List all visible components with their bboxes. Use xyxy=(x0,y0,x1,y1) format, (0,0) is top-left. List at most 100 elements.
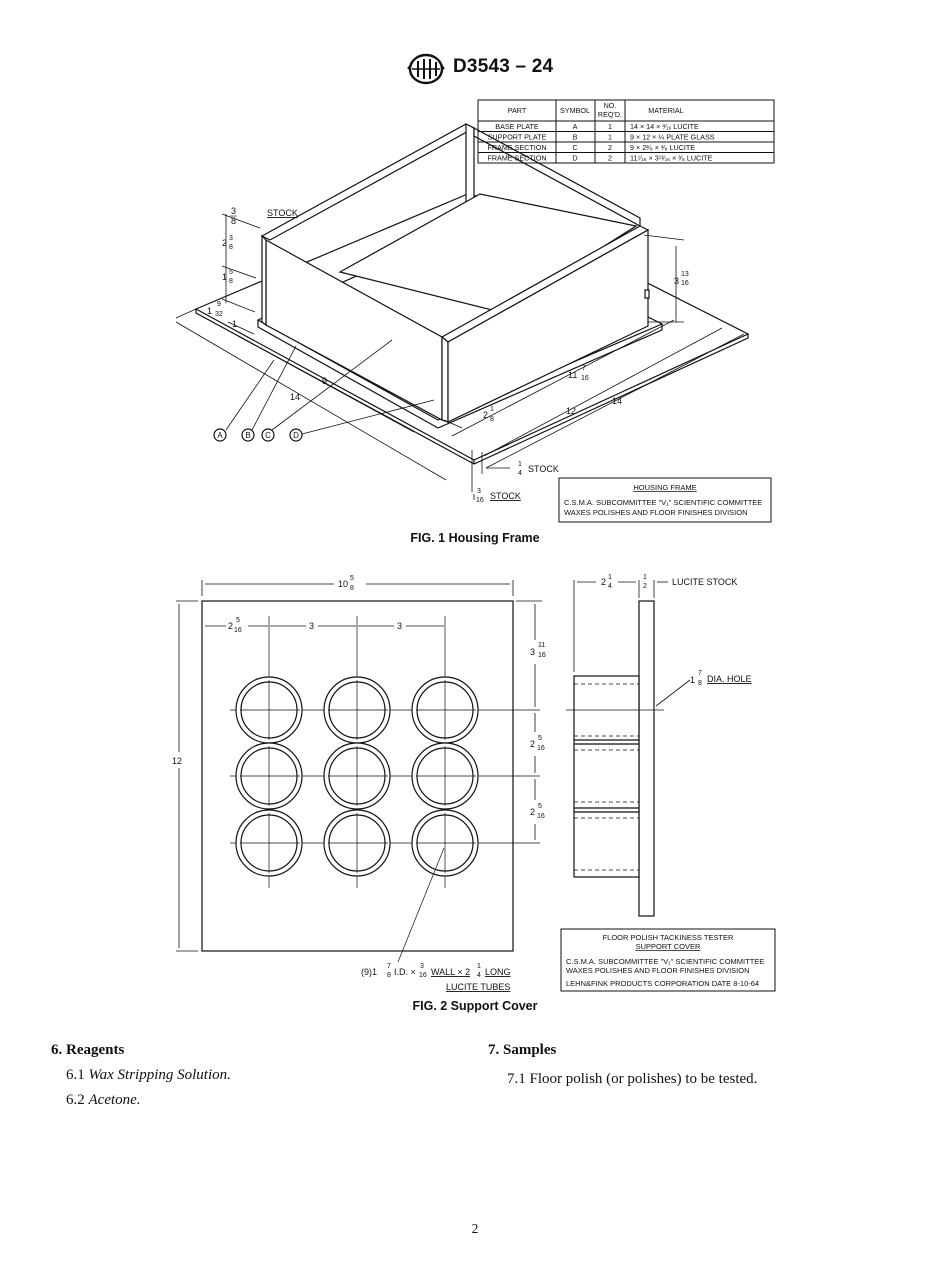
svg-text:2: 2 xyxy=(530,739,535,749)
page-header: D3543 – 24 xyxy=(0,50,950,90)
dim-label: 12 xyxy=(566,406,576,416)
dia-hole-label: DIA. HOLE xyxy=(707,674,752,684)
item-number: 6.1 xyxy=(66,1067,85,1083)
figure-1-housing-frame: PART SYMBOL NO. REQ'D. MATERIAL BASE PLA… xyxy=(175,99,775,523)
svg-text:3: 3 xyxy=(420,963,424,970)
side-view xyxy=(566,580,691,917)
callout-a: A xyxy=(217,431,223,440)
svg-text:3: 3 xyxy=(674,276,679,286)
svg-text:8: 8 xyxy=(698,680,702,687)
svg-text:4: 4 xyxy=(518,470,522,477)
tubes-label: WALL × 2 xyxy=(431,967,470,977)
svg-text:16: 16 xyxy=(234,627,242,634)
svg-text:7: 7 xyxy=(387,963,391,970)
svg-text:8: 8 xyxy=(387,972,391,979)
table-cell: 1 xyxy=(608,122,612,131)
callout-b: B xyxy=(245,431,250,440)
svg-text:2: 2 xyxy=(222,238,227,248)
svg-text:4: 4 xyxy=(608,583,612,590)
document-id: D3543 – 24 xyxy=(453,56,554,77)
svg-text:3: 3 xyxy=(530,647,535,657)
tubes-label: I.D. × xyxy=(394,967,416,977)
callout-c: C xyxy=(265,431,271,440)
dim-label: 12 xyxy=(172,756,182,766)
svg-text:16: 16 xyxy=(476,497,484,504)
lucite-stock-label: LUCITE STOCK xyxy=(672,577,737,587)
svg-text:2: 2 xyxy=(643,583,647,590)
table-cell: C xyxy=(572,143,577,152)
section-heading-reagents: 6. Reagents xyxy=(51,1042,125,1058)
table-cell: 2 xyxy=(608,143,612,152)
svg-text:8: 8 xyxy=(229,244,233,251)
svg-text:1: 1 xyxy=(608,574,612,581)
svg-text:11: 11 xyxy=(568,370,577,380)
table-cell: BASE PLATE xyxy=(495,122,539,131)
figure-2-caption: FIG. 2 Support Cover xyxy=(412,999,538,1013)
item-number: 6.2 xyxy=(66,1092,85,1108)
svg-text:2: 2 xyxy=(228,621,233,631)
svg-text:32: 32 xyxy=(215,311,223,318)
svg-text:1: 1 xyxy=(518,461,522,468)
svg-text:1: 1 xyxy=(643,574,647,581)
table-header-symbol: SYMBOL xyxy=(560,106,590,115)
svg-text:5: 5 xyxy=(350,575,354,582)
svg-text:4: 4 xyxy=(477,972,481,979)
svg-text:5: 5 xyxy=(538,803,542,810)
title-block-line: LEHN&FINK PRODUCTS CORPORATION DATE 8-10… xyxy=(566,979,759,988)
item-number: 7.1 xyxy=(507,1071,526,1087)
table-header-part: PART xyxy=(508,106,527,115)
dim-label: 9 xyxy=(322,376,327,386)
reagent-item: 6.1 Wax Stripping Solution. xyxy=(66,1067,231,1084)
callout-d: D xyxy=(293,431,299,440)
svg-text:7: 7 xyxy=(582,365,586,372)
table-header-no: NO. xyxy=(604,101,617,110)
stock-label: STOCK xyxy=(490,491,521,501)
table-cell: 2 xyxy=(608,154,612,163)
svg-text:5: 5 xyxy=(229,269,233,276)
title-block-line: C.S.M.A. SUBCOMMITTEE "V₁" SCIENTIFIC CO… xyxy=(566,957,764,966)
svg-text:5: 5 xyxy=(236,617,240,624)
tubes-label: LUCITE TUBES xyxy=(446,982,510,992)
title-block-line: C.S.M.A. SUBCOMMITTEE "V₁" SCIENTIFIC CO… xyxy=(564,498,762,507)
svg-text:16: 16 xyxy=(581,375,589,382)
table-cell: B xyxy=(573,133,578,142)
svg-text:8: 8 xyxy=(231,216,236,226)
dim-label: 14 xyxy=(290,392,300,402)
dim-label: 14 xyxy=(612,396,622,406)
parts-table xyxy=(477,99,775,164)
svg-text:2: 2 xyxy=(483,410,488,420)
stock-label: STOCK xyxy=(528,464,559,474)
table-header-material: MATERIAL xyxy=(648,106,683,115)
svg-text:16: 16 xyxy=(419,972,427,979)
dim-label: 3 xyxy=(309,621,314,631)
svg-text:1: 1 xyxy=(690,675,695,685)
title-block-line: WAXES POLISHES AND FLOOR FINISHES DIVISI… xyxy=(564,508,748,517)
dim-label: 1 xyxy=(232,319,237,329)
page-number: 2 xyxy=(471,1221,479,1236)
svg-text:16: 16 xyxy=(537,745,545,752)
svg-text:1: 1 xyxy=(477,963,481,970)
svg-text:8: 8 xyxy=(229,278,233,285)
table-cell: 9 × 2³⁄₈ × ³⁄₈ LUCITE xyxy=(630,143,695,152)
table-cell: 11⁷⁄₁₆ × 3¹³⁄₁₆ × ³⁄₈ LUCITE xyxy=(630,154,713,163)
table-header-reqd: REQ'D. xyxy=(598,110,622,119)
item-text: Floor polish (or polishes) to be tested. xyxy=(529,1071,758,1087)
svg-text:8: 8 xyxy=(350,585,354,592)
table-cell: 1 xyxy=(608,133,612,142)
table-cell: 14 × 14 × ³⁄₁₆ LUCITE xyxy=(630,122,699,131)
title-block-line: FLOOR POLISH TACKINESS TESTER xyxy=(603,933,734,942)
title-block-title: HOUSING FRAME xyxy=(633,483,696,492)
dim-label: 3 xyxy=(397,621,402,631)
item-text: Acetone. xyxy=(88,1092,141,1108)
figure-1-caption: FIG. 1 Housing Frame xyxy=(410,531,540,545)
title-block-line: WAXES POLISHES AND FLOOR FINISHES DIVISI… xyxy=(566,966,750,975)
title-block-line: SUPPORT COVER xyxy=(636,942,701,951)
table-cell: FRAME SECTION xyxy=(487,154,546,163)
astm-logo xyxy=(407,53,445,85)
section-heading-samples: 7. Samples xyxy=(488,1042,557,1058)
svg-text:2: 2 xyxy=(601,577,606,587)
svg-text:1: 1 xyxy=(490,406,494,413)
table-cell: SUPPORT PLATE xyxy=(488,133,547,142)
dim-label: 10 xyxy=(338,579,348,589)
